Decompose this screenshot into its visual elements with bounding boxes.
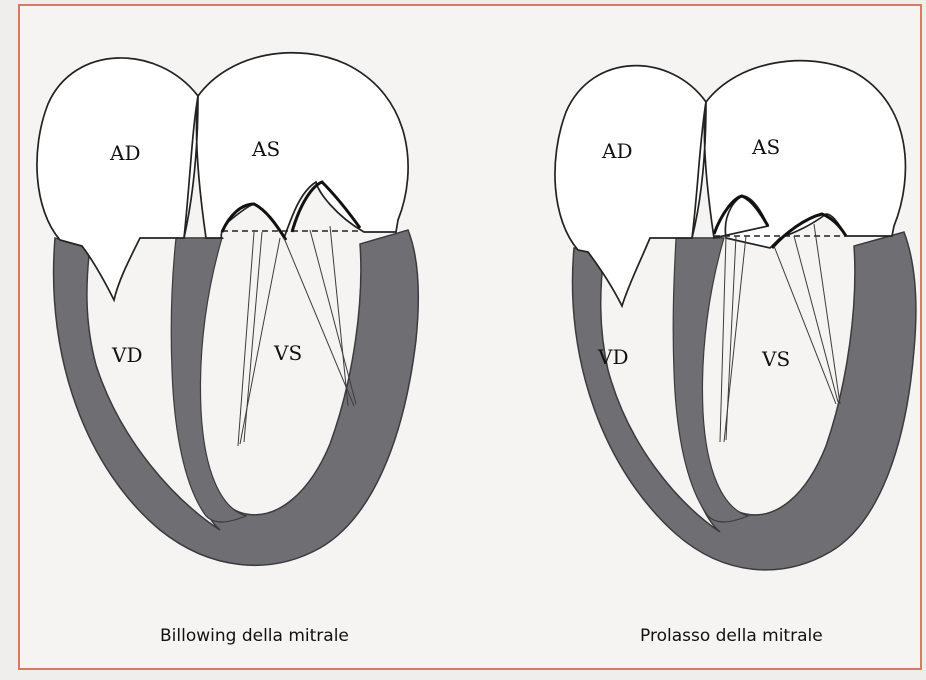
left-figure-caption: Billowing della mitrale (160, 626, 349, 646)
right-heart-atria-outline (555, 61, 906, 306)
right-heart: AD AS VD VS (555, 61, 916, 570)
left-heart-atria-outline (37, 53, 408, 300)
right-heart-chordae (720, 224, 840, 442)
right-heart-label-as: AS (751, 135, 780, 159)
right-heart-label-ad: AD (601, 139, 632, 163)
right-figure-caption: Prolasso della mitrale (640, 626, 823, 646)
left-heart-label-ad: AD (109, 141, 140, 165)
right-heart-label-vd: VD (597, 345, 628, 369)
left-heart-label-vd: VD (111, 343, 142, 367)
left-heart-label-vs: VS (273, 341, 302, 365)
left-heart-septum (171, 238, 246, 522)
left-heart-label-as: AS (251, 137, 280, 161)
right-heart-label-vs: VS (761, 347, 790, 371)
left-heart: AD AS VD VS (37, 53, 418, 566)
left-heart-chordae (238, 226, 356, 446)
right-heart-septum (673, 238, 748, 522)
